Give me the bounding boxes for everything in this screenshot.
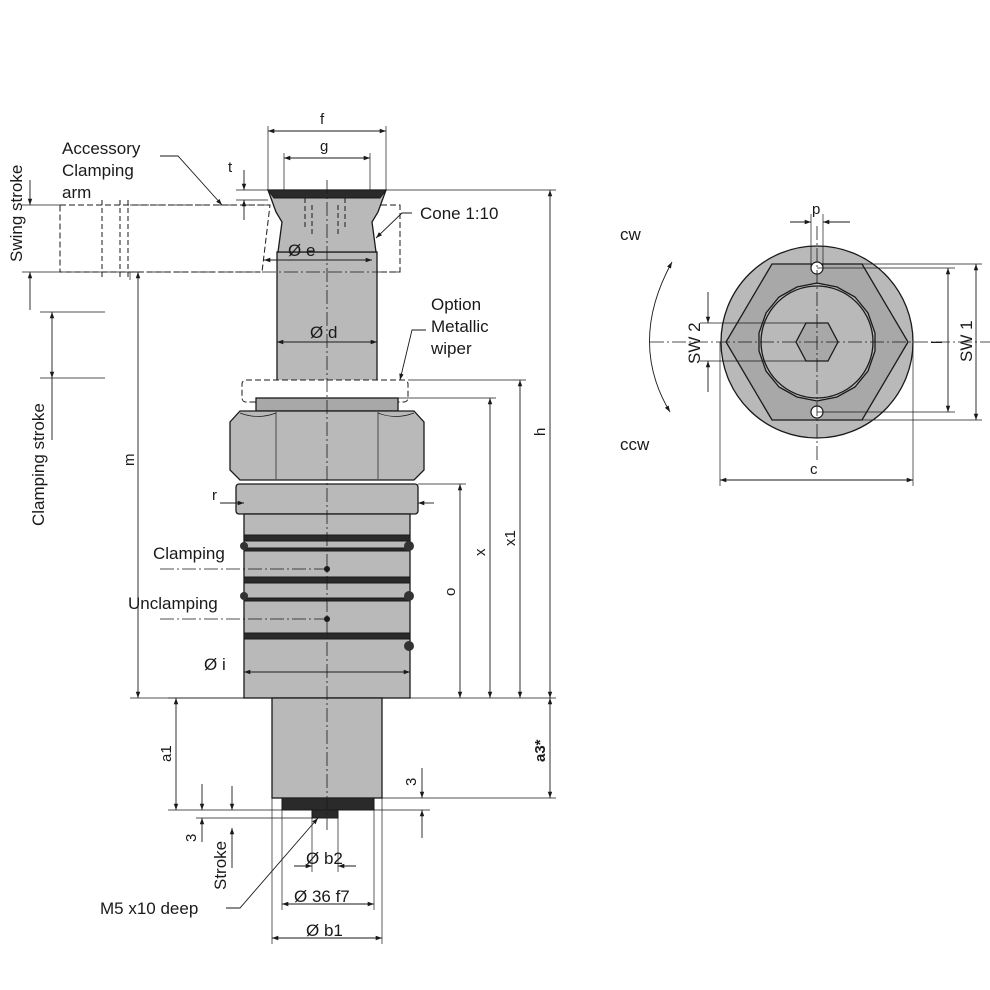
dim-c: c xyxy=(810,461,818,478)
dim-x1: x1 xyxy=(502,530,519,546)
dim-a3: a3* xyxy=(532,739,549,762)
dim-sw1: SW 1 xyxy=(957,320,976,362)
dim-x: x xyxy=(472,548,489,556)
o-ring xyxy=(404,541,414,551)
dim-g: g xyxy=(320,138,328,155)
dim-o: o xyxy=(442,588,459,596)
dim-f7: Ø 36 f7 xyxy=(294,887,350,906)
dim-e: Ø e xyxy=(288,241,315,260)
dim-t: t xyxy=(228,159,233,176)
thread-tip xyxy=(311,809,339,819)
top-view: p SW 2 l SW 1 c cw ccw xyxy=(620,201,990,486)
label-m5: M5 x10 deep xyxy=(100,899,198,918)
dim-l: l xyxy=(929,341,946,344)
dim-f: f xyxy=(320,111,325,128)
dim-h: h xyxy=(532,428,549,436)
dim-r: r xyxy=(212,487,217,504)
dim-p: p xyxy=(812,201,820,218)
dim-sw2: SW 2 xyxy=(685,322,704,364)
dim-d: Ø d xyxy=(310,323,337,342)
label-option-3: wiper xyxy=(430,339,472,358)
dim-a1: a1 xyxy=(158,745,175,762)
dim-i: Ø i xyxy=(204,655,226,674)
label-clamping: Clamping xyxy=(153,544,225,563)
dim-m: m xyxy=(121,454,138,467)
side-view: f g t Ø e Ø d Accessory Clamping arm Con… xyxy=(7,111,556,944)
o-ring xyxy=(404,591,414,601)
rotation-arrow xyxy=(649,261,673,413)
label-clamping-stroke: Clamping stroke xyxy=(29,403,48,526)
dim-b2: Ø b2 xyxy=(306,849,343,868)
dim-3-left: 3 xyxy=(183,834,200,842)
dim-3-right: 3 xyxy=(403,778,420,786)
piston-end xyxy=(281,797,375,811)
label-option-2: Metallic xyxy=(431,317,489,336)
o-ring xyxy=(404,641,414,651)
label-cw: cw xyxy=(620,225,642,244)
label-accessory-2: Clamping xyxy=(62,161,134,180)
label-option-1: Option xyxy=(431,295,481,314)
dim-b1: Ø b1 xyxy=(306,921,343,940)
label-swing-stroke: Swing stroke xyxy=(7,165,26,262)
label-cone: Cone 1:10 xyxy=(420,204,498,223)
label-accessory-1: Accessory xyxy=(62,139,141,158)
label-accessory-3: arm xyxy=(62,183,91,202)
label-unclamping: Unclamping xyxy=(128,594,218,613)
label-stroke: Stroke xyxy=(211,841,230,890)
label-ccw: ccw xyxy=(620,435,650,454)
